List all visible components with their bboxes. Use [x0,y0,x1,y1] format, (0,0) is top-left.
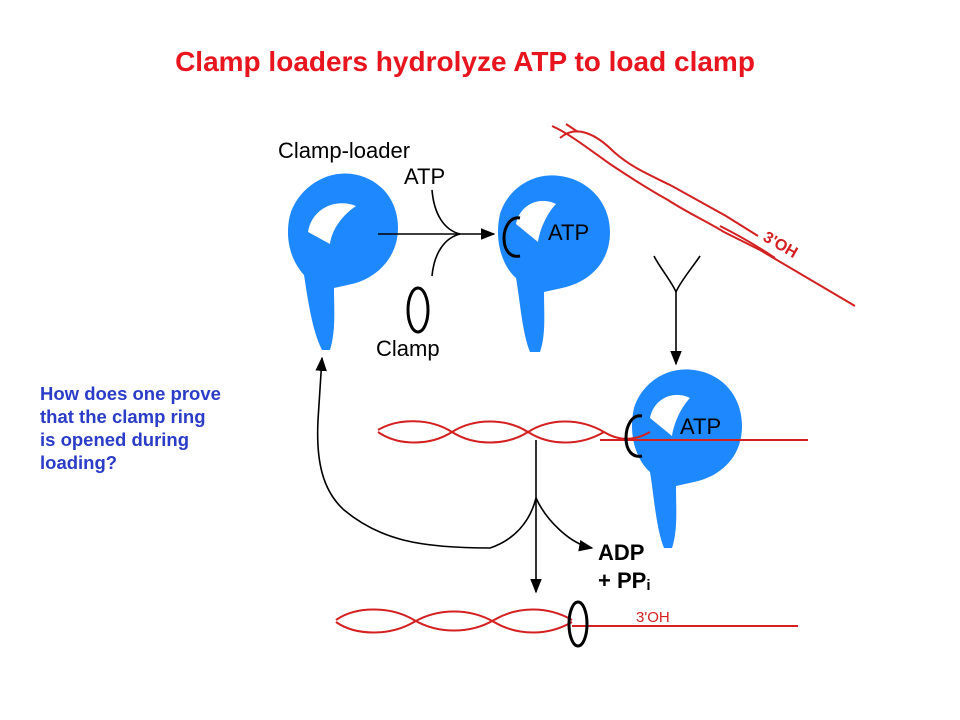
question-line-1: How does one prove [40,383,221,404]
question-line-2: that the clamp ring [40,406,206,427]
dna-middle [377,420,808,444]
arrow-to-adp [535,497,594,552]
clamp-loader-shape-1 [287,173,398,350]
arrow-fork-right [675,255,701,293]
clamp-ring-open-dna [624,414,643,458]
clamp-ring-free [406,286,430,334]
atp-bound-dna-label: ATP [680,414,721,439]
clamp-ring-open-top [502,216,521,258]
question-text: How does one prove that the clamp ring i… [40,382,290,474]
arrow-fork-left [653,255,677,293]
atp-input-label: ATP [404,164,445,189]
clamp-loader-shape-3 [631,369,742,548]
clamp-label: Clamp [376,336,440,361]
ppi-subscript: i [646,577,650,594]
ppi-label: + PPi [598,568,650,594]
arrows [315,189,701,594]
question-line-4: loading? [40,452,118,473]
slide-title: Clamp loaders hydrolyze ATP to load clam… [175,46,755,77]
dna-diagonal [551,123,856,307]
three-oh-bottom-label: 3'OH [636,609,670,626]
clamp-loader-shape-2 [497,175,610,352]
clamp-loader-label: Clamp-loader [278,138,410,163]
arrow-atp-merge [431,189,461,235]
three-oh-diagonal-label: 3'OH [760,229,800,262]
ppi-text: + PP [598,568,646,593]
clamp-ring-closed-dna [567,600,589,648]
atp-bound-top-label: ATP [548,220,589,245]
question-line-3: is opened during [40,429,190,450]
adp-label: ADP [598,540,644,565]
arrow-recycle [315,356,537,549]
arrow-clamp-merge [431,233,461,277]
dna-bottom [335,608,798,634]
